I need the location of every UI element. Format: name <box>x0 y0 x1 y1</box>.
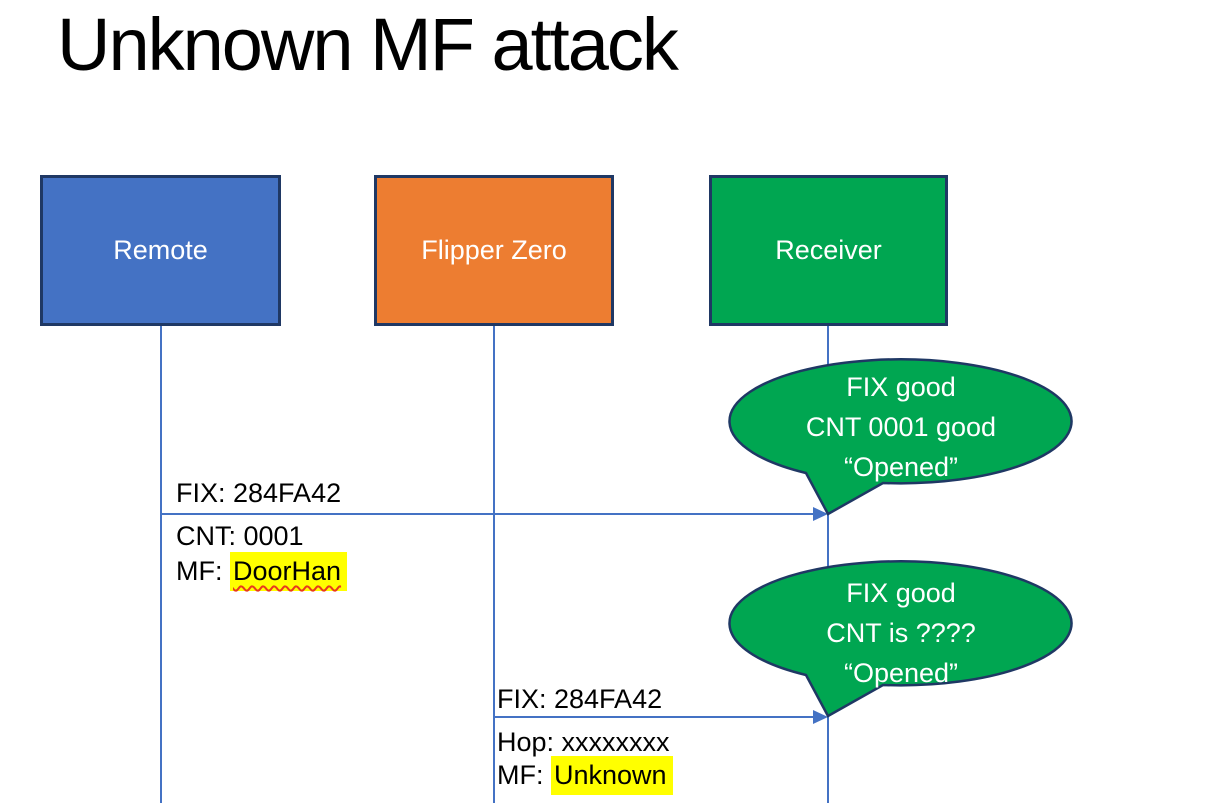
message-1-mf-prefix: MF: <box>176 556 230 586</box>
message-1-cnt-label: CNT: 0001 <box>176 521 304 551</box>
slide-title: Unknown MF attack <box>57 3 679 86</box>
arrowhead-message-1-icon <box>813 507 828 521</box>
arrowhead-message-2-icon <box>813 710 828 724</box>
callout-2-line-2: CNT is ???? <box>826 618 976 648</box>
callout-2-text: FIX good CNT is ???? “Opened” <box>730 573 1072 693</box>
message-1-fix-label: FIX: 284FA42 <box>176 478 342 508</box>
callout-bubble-1 <box>728 358 1073 516</box>
callout-1-line-3: “Opened” <box>843 452 959 482</box>
message-2-mf-label: MF: Unknown <box>497 756 673 795</box>
actor-box-flipper-zero: Flipper Zero <box>374 175 614 326</box>
callout-bubble-2 <box>728 560 1073 718</box>
message-2-hop-prefix: Hop: <box>497 727 562 757</box>
actor-box-receiver: Receiver <box>709 175 948 326</box>
callout-1-text: FIX good CNT 0001 good “Opened” <box>730 367 1072 487</box>
message-2-mf-value-highlighted: Unknown <box>551 756 673 795</box>
message-2-mf-prefix: MF: <box>497 760 551 790</box>
callout-2-line-1: FIX good <box>846 578 956 608</box>
actor-label-flipper-zero: Flipper Zero <box>421 235 567 265</box>
callout-2-line-3: “Opened” <box>843 658 959 688</box>
callout-1-line-1: FIX good <box>846 372 956 402</box>
actor-label-remote: Remote <box>113 235 208 265</box>
message-2-hop-value-misspelled: xxxxxxxx <box>561 727 670 757</box>
message-2-hop-label: Hop: xxxxxxxx <box>497 727 670 757</box>
actor-box-remote: Remote <box>40 175 281 326</box>
message-1-mf-label: MF: DoorHan <box>176 552 348 591</box>
message-2-fix-label: FIX: 284FA42 <box>497 684 663 714</box>
message-1-mf-value-highlighted: DoorHan <box>230 552 348 591</box>
actor-label-receiver: Receiver <box>775 235 882 265</box>
callout-1-line-2: CNT 0001 good <box>805 412 997 442</box>
